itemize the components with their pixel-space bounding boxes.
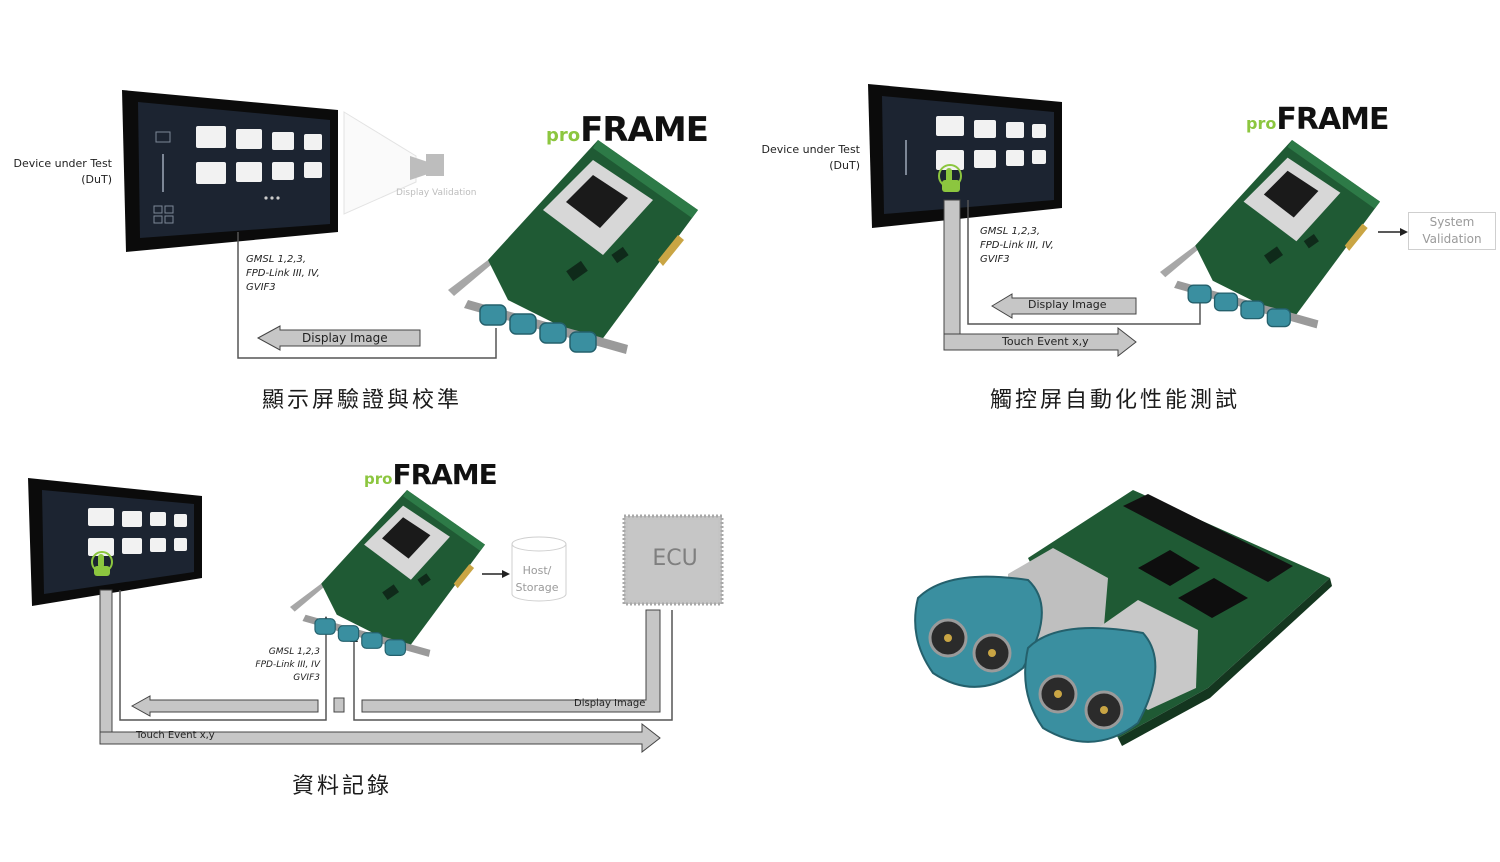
display-validation-label: Display Validation xyxy=(396,188,477,198)
host-storage-label: Host/ Storage xyxy=(515,564,559,594)
touch-event-arrow-2 xyxy=(943,326,1137,358)
display-image-back-arrow xyxy=(130,695,319,717)
system-validation-box: System Validation xyxy=(1408,212,1496,250)
interface-module-photo xyxy=(914,490,1332,746)
proframe-logo-2: proFRAME xyxy=(1246,102,1390,137)
touch-event-arrow-3 xyxy=(99,722,661,754)
caption-display-validation: 顯示屏驗證與校準 xyxy=(262,388,463,413)
interfaces-label-2: GMSL 1,2,3, FPD-Link III, IV, GVIF3 xyxy=(980,226,1054,265)
dut-label-2: Device under Test (DuT) xyxy=(761,143,861,172)
proframe-card-icon-2 xyxy=(1160,140,1381,329)
display-image-label: Display Image xyxy=(302,331,388,345)
proframe-logo: proFRAME xyxy=(546,110,709,150)
interfaces-label: GMSL 1,2,3, FPD-Link III, IV, GVIF3 xyxy=(246,254,320,293)
display-image-arrow-2 xyxy=(991,293,1137,319)
display-image-label-3: Display Image xyxy=(574,698,646,709)
touch-hand-icon-3 xyxy=(91,551,113,576)
proframe-logo-3: proFRAME xyxy=(364,458,498,491)
screen-tiles-icon xyxy=(196,126,322,184)
camera-icon xyxy=(410,156,428,180)
panel3-diagram xyxy=(28,478,724,754)
display-image-arrow-3 xyxy=(361,609,661,713)
system-validation-label: System Validation xyxy=(1422,215,1482,246)
display-image-label-2: Display Image xyxy=(1028,298,1107,311)
touch-hand-icon xyxy=(938,164,962,192)
storage-cylinder-icon xyxy=(511,536,567,602)
interfaces-label-3: GMSL 1,2,3 FPD-Link III, IV GVIF3 xyxy=(255,647,320,683)
dut-label: Device under Test (DuT) xyxy=(13,157,113,186)
panel1-diagram xyxy=(122,90,497,359)
touch-event-label-3: Touch Event x,y xyxy=(136,730,215,741)
proframe-card-icon-3 xyxy=(290,490,486,658)
ecu-chip-icon xyxy=(622,514,724,606)
proframe-card-icon xyxy=(448,140,699,355)
caption-data-logging: 資料記錄 xyxy=(292,774,393,799)
display-image-arrow xyxy=(256,325,421,351)
ecu-label: ECU xyxy=(652,546,698,571)
caption-touch-test: 觸控屏自動化性能測試 xyxy=(990,388,1241,413)
panel2-diagram xyxy=(868,84,1408,358)
touch-event-label-2: Touch Event x,y xyxy=(1002,335,1089,348)
